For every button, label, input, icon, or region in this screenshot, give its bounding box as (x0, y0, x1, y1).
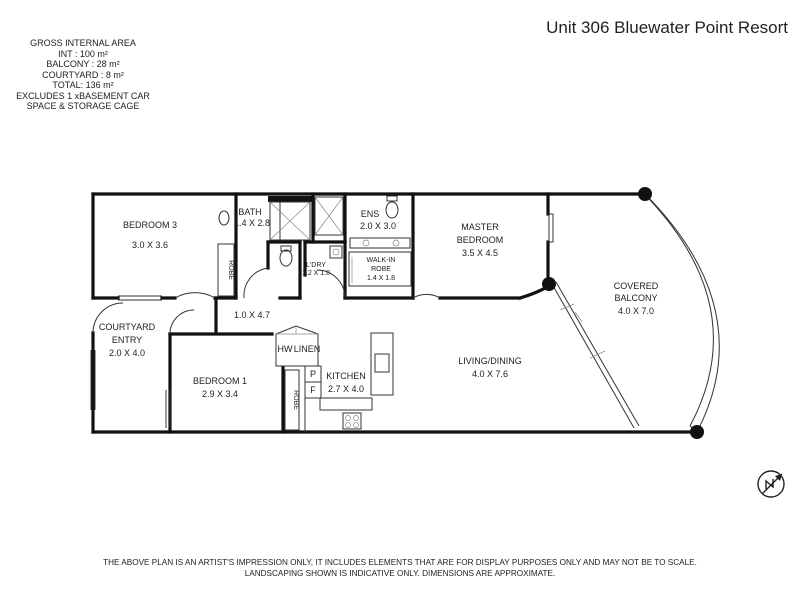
hall-dims: 1.0 X 4.7 (234, 310, 270, 320)
area-line: INT : 100 m² (58, 48, 108, 59)
north-arrow-icon (757, 470, 785, 498)
walkin-dims: 1.4 X 1.8 (367, 275, 395, 282)
disclaimer-line: THE ABOVE PLAN IS AN ARTIST'S IMPRESSION… (103, 558, 697, 567)
ldry-dims: 1.2 X 1.8 (302, 270, 330, 277)
living-dims: 4.0 X 7.6 (472, 369, 508, 379)
kitchen-label: KITCHEN (326, 371, 366, 381)
door-swings (92, 267, 441, 335)
bath-label: BATH (238, 207, 261, 217)
balcony-label-2: BALCONY (614, 293, 657, 303)
area-line: COURTYARD : 8 m² (42, 69, 124, 80)
robe-label-bed3: ROBE (227, 260, 234, 280)
bedroom3-label: BEDROOM 3 (123, 220, 177, 230)
bedroom1-label: BEDROOM 1 (193, 376, 247, 386)
courtyard-label-2: ENTRY (112, 335, 142, 345)
linen-label: LINEN (294, 344, 321, 354)
courtyard-label-1: COURTYARD (99, 322, 156, 332)
disclaimer: THE ABOVE PLAN IS AN ARTIST'S IMPRESSION… (0, 557, 800, 579)
ens-dims: 2.0 X 3.0 (360, 221, 396, 231)
area-line: BALCONY : 28 m² (46, 59, 120, 69)
robe-label-bed1: ROBE (292, 390, 299, 410)
pantry-label: P (310, 369, 316, 379)
ldry-label: L'DRY (306, 262, 326, 269)
property-title: Unit 306 Bluewater Point Resort (546, 18, 788, 37)
balcony-dims: 4.0 X 7.0 (618, 306, 654, 316)
area-line: EXCLUDES 1 xBASEMENT CAR (16, 90, 150, 101)
bedroom3-dims: 3.0 X 3.6 (132, 240, 168, 250)
hw-label: HW (278, 344, 293, 354)
fridge-label: F (310, 385, 316, 395)
walkin-label-1: WALK-IN (367, 257, 396, 264)
area-line: TOTAL: 136 m² (52, 80, 114, 90)
disclaimer-line: LANDSCAPING SHOWN IS INDICATIVE ONLY. DI… (244, 569, 556, 578)
bedroom1-dims: 2.9 X 3.4 (202, 389, 238, 399)
balcony-label-1: COVERED (614, 281, 659, 291)
sliding-doors (90, 196, 281, 428)
kitchen-dims: 2.7 X 4.0 (328, 384, 364, 394)
walkin-label-2: ROBE (371, 266, 391, 273)
master-dims: 3.5 X 4.5 (462, 248, 498, 258)
living-label: LIVING/DINING (458, 356, 522, 366)
area-summary: GROSS INTERNAL AREA INT : 100 m² BALCONY… (8, 38, 158, 112)
master-label-1: MASTER (461, 222, 499, 232)
courtyard-dims: 2.0 X 4.0 (109, 348, 145, 358)
balcony-edge (548, 193, 720, 433)
bath-fixtures (218, 195, 412, 287)
cupboards (217, 243, 319, 431)
kitchen-fixtures (304, 332, 394, 432)
columns (542, 187, 704, 439)
ens-label: ENS (361, 209, 380, 219)
bath-dims: 1.4 X 2.8 (234, 218, 270, 228)
master-label-2: BEDROOM (457, 235, 504, 245)
interior-walls (91, 192, 555, 434)
area-line: SPACE & STORAGE CAGE (26, 101, 140, 111)
area-line: GROSS INTERNAL AREA (30, 38, 136, 48)
exterior-walls (91, 192, 699, 434)
